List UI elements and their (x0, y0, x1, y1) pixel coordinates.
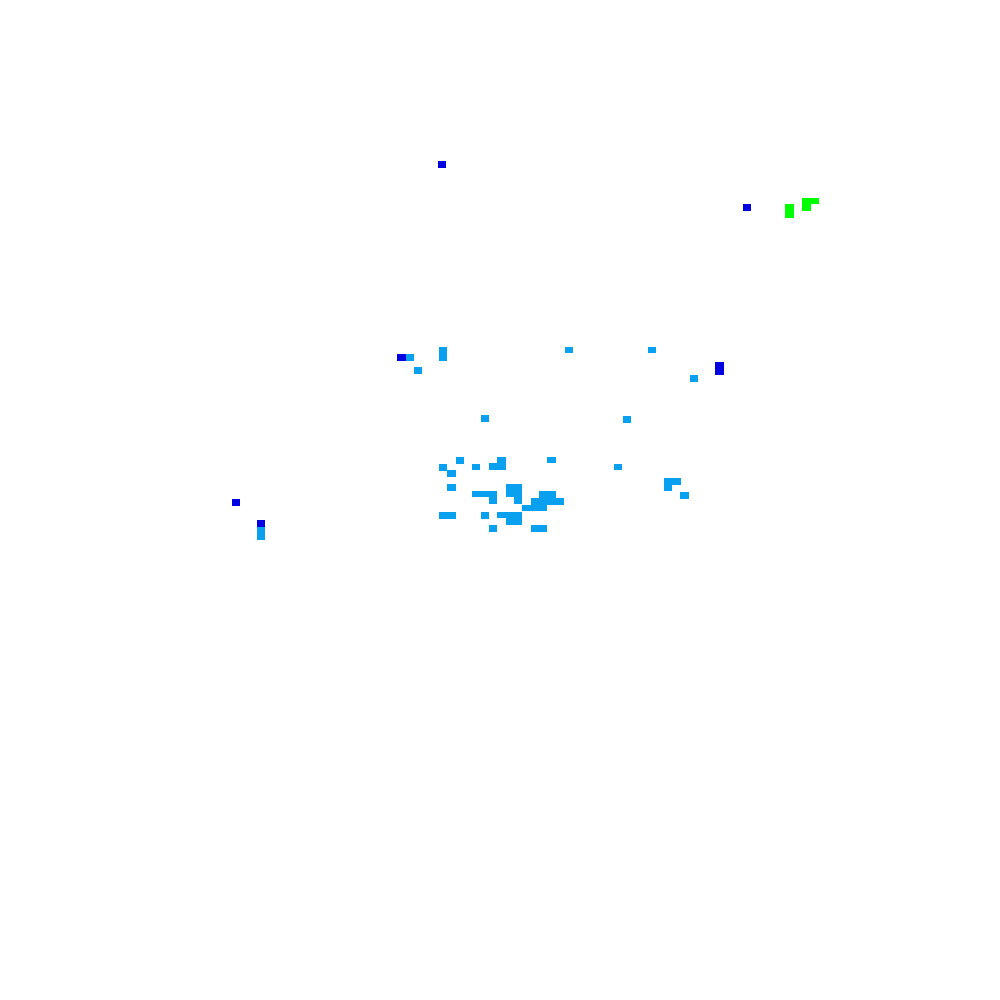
pixel-block-light-blue (257, 527, 265, 540)
pixel-block-light-blue (439, 512, 456, 519)
pixel-block-light-blue (497, 457, 506, 463)
pixel-block-light-blue (489, 463, 506, 470)
pixel-block-light-blue (406, 354, 414, 361)
pixel-block-light-blue (680, 492, 689, 499)
pixel-block-green (802, 208, 810, 211)
pixel-block-dark-blue (438, 161, 446, 168)
pixel-block-light-blue (531, 498, 564, 505)
pixel-block-light-blue (489, 497, 497, 504)
pixel-block-light-blue (565, 347, 573, 353)
pixel-block-light-blue (664, 485, 672, 491)
pixel-block-light-blue (664, 478, 681, 485)
pixel-block-light-blue (506, 491, 522, 497)
pixel-block-light-blue (481, 512, 489, 519)
pixel-block-light-blue (439, 464, 447, 471)
pixel-block-light-blue (472, 464, 480, 470)
pixel-block-green (802, 198, 819, 204)
pixel-block-light-blue (648, 347, 656, 353)
pixel-block-light-blue (489, 525, 497, 532)
pixel-block-light-blue (439, 347, 447, 361)
pixel-block-dark-blue (743, 204, 751, 211)
pixel-block-green (785, 204, 794, 218)
pixel-block-light-blue (506, 518, 522, 525)
pixel-block-light-blue (531, 525, 547, 532)
pixel-block-dark-blue (257, 520, 265, 527)
pixel-block-dark-blue (715, 362, 724, 375)
pixel-block-light-blue (614, 464, 622, 470)
pixel-block-light-blue (690, 375, 698, 382)
pixel-block-dark-blue (397, 354, 406, 361)
pixel-block-light-blue (414, 367, 422, 374)
pixel-block-light-blue (522, 505, 547, 511)
pixel-block-light-blue (514, 497, 522, 504)
pixel-block-light-blue (456, 457, 464, 464)
pixel-block-light-blue (447, 484, 456, 491)
pixel-block-light-blue (506, 484, 522, 491)
pixel-block-light-blue (447, 470, 456, 477)
pixel-block-light-blue (472, 491, 497, 497)
pixel-block-light-blue (623, 416, 631, 423)
pixel-block-light-blue (497, 512, 522, 518)
pixel-block-light-blue (539, 491, 556, 498)
pixel-block-light-blue (481, 415, 489, 422)
pixel-block-green (802, 203, 811, 211)
pixel-block-light-blue (547, 457, 556, 463)
pixel-block-dark-blue (232, 499, 240, 506)
